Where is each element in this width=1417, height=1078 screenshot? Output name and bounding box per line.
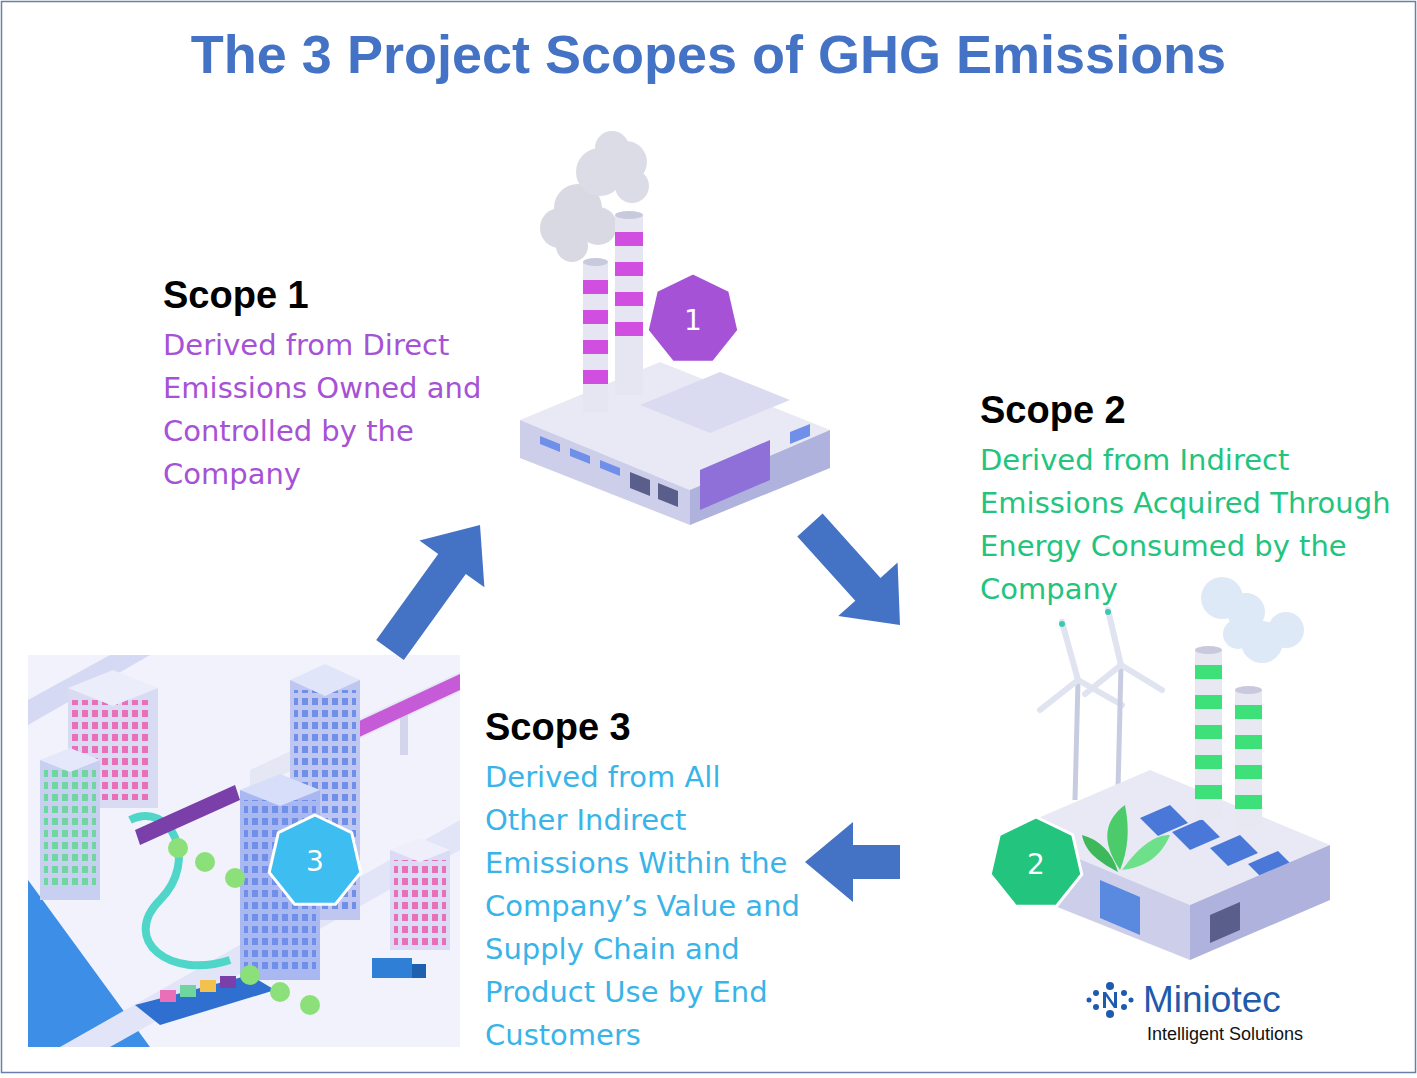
diagram-title: The 3 Project Scopes of GHG Emissions: [0, 22, 1417, 86]
scope-description: Derived from Direct Emissions Owned and …: [163, 324, 488, 496]
logo-tagline: Intelligent Solutions: [1147, 1023, 1303, 1045]
scope-block: Scope 1 Derived from Direct Emissions Own…: [150, 140, 840, 525]
callout-heptagon: [990, 817, 1082, 906]
scope-block: Scope 2 Derived from Indirect Emissions A…: [900, 385, 1405, 975]
factory-one-illustration: [520, 131, 830, 525]
block-arrow: [805, 822, 900, 902]
callout-heptagon: [647, 273, 739, 362]
block-arrow: [376, 525, 484, 660]
city-illustration: [28, 655, 460, 1047]
scope-heading: Scope 1: [163, 272, 488, 318]
scope-heading: Scope 2: [980, 387, 1400, 433]
logo-wordmark: Miniotec: [1143, 978, 1281, 1022]
callout-heptagon: [269, 815, 361, 904]
logo-icon: [1087, 982, 1134, 1018]
callout-number: 3: [270, 839, 360, 885]
scope-block: Scope 3 Derived from All Other Indirect E…: [25, 650, 805, 1070]
scope-description: Derived from All Other Indirect Emission…: [485, 756, 800, 1057]
scope-description: Derived from Indirect Emissions Acquired…: [980, 439, 1400, 611]
block-arrow: [797, 514, 900, 625]
scope-heading: Scope 3: [485, 704, 800, 750]
callout-number: 1: [648, 298, 738, 344]
callout-number: 2: [991, 842, 1081, 888]
